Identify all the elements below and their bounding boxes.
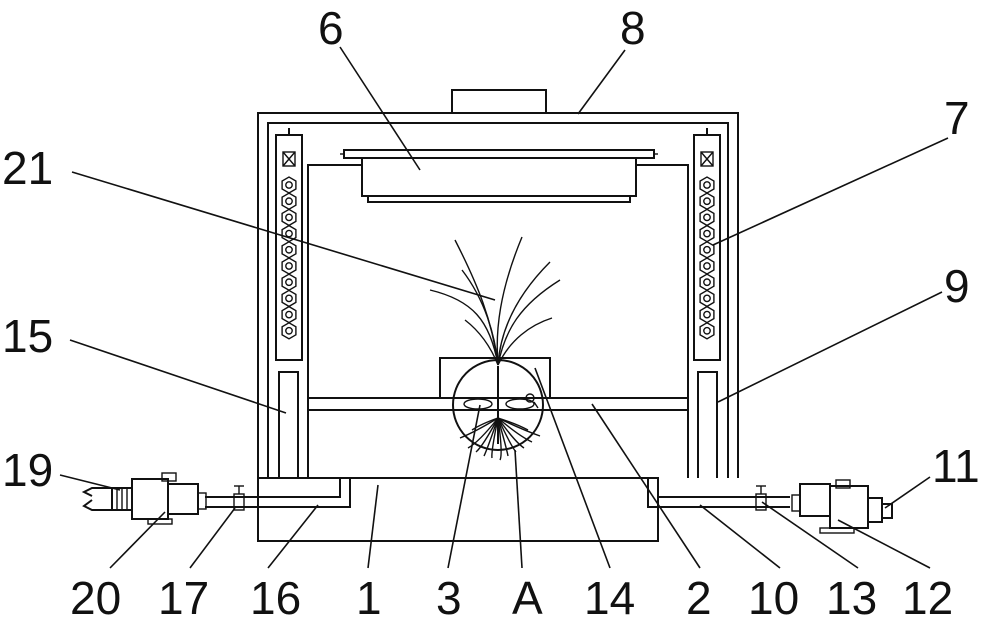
roller-hex (281, 289, 297, 308)
label-1: 1 (356, 572, 382, 624)
roller-hex (281, 321, 297, 340)
base-block (257, 477, 659, 542)
inlet-pipe (81, 487, 112, 511)
roller-hub (703, 278, 711, 287)
plant-leaves (429, 236, 561, 366)
roller-hex (699, 208, 715, 227)
root-strand (497, 417, 509, 457)
label-6: 6 (318, 2, 344, 54)
label-8: 8 (620, 2, 646, 54)
label-13: 13 (826, 572, 877, 624)
roller-hub (703, 294, 711, 303)
roller-hex (699, 305, 715, 324)
left-water-channel (205, 478, 351, 508)
roller-hex (281, 176, 297, 194)
root-strand (459, 417, 499, 439)
root-strand (497, 417, 529, 431)
label-19: 19 (2, 444, 53, 496)
leader-lines (59, 46, 949, 569)
label-3: 3 (436, 572, 462, 624)
root-strand (491, 417, 499, 459)
roller-hex (699, 240, 715, 259)
roller-hub (285, 213, 293, 222)
roller-hex (281, 273, 297, 292)
roller-hub (703, 181, 711, 189)
roller-hex (699, 224, 715, 243)
label-14: 14 (584, 572, 635, 624)
roller-hex (699, 192, 715, 211)
label-2: 2 (686, 572, 712, 624)
roller-hex (281, 208, 297, 227)
roller-hex (699, 321, 715, 340)
right-valve (755, 485, 767, 511)
left-roller-rail (275, 128, 303, 361)
roller-hub (703, 310, 711, 319)
root-strand (497, 417, 502, 461)
roller-hub (285, 197, 293, 206)
motor (867, 497, 893, 523)
root-strand (497, 417, 533, 443)
label-20: 20 (70, 572, 121, 624)
roller-hub (285, 294, 293, 303)
roller-hex (699, 257, 715, 275)
roller-hub (285, 310, 293, 319)
label-A: A (512, 572, 543, 624)
label-16: 16 (250, 572, 301, 624)
root-strand (467, 417, 499, 449)
roller-hub (285, 229, 293, 238)
left-valve (233, 485, 245, 511)
right-pump (791, 479, 869, 534)
roller-hub (285, 278, 293, 287)
roller-hub (703, 197, 711, 206)
root-strand (497, 417, 525, 449)
light-panel (340, 149, 658, 203)
top-handle (451, 89, 547, 114)
roller-hub (703, 245, 711, 254)
roller-hex (281, 192, 297, 211)
label-9: 9 (944, 260, 970, 312)
roller-hex (699, 289, 715, 308)
roller-hub (285, 326, 293, 335)
inner-chamber (278, 164, 718, 478)
label-10: 10 (748, 572, 799, 624)
right-water-channel (647, 478, 790, 508)
roller-hub (703, 213, 711, 222)
label-11: 11 (932, 440, 980, 492)
root-strand (471, 417, 499, 431)
label-7: 7 (944, 92, 970, 144)
roller-hub (285, 262, 293, 270)
label-15: 15 (2, 310, 53, 362)
right-roller-rail (693, 128, 721, 361)
roller-hub (285, 245, 293, 254)
roller-hub (285, 181, 293, 189)
roller-hub (703, 229, 711, 238)
label-21: 21 (2, 142, 53, 194)
roller-hex (281, 305, 297, 324)
roller-hub (703, 326, 711, 335)
root-clamp (463, 366, 539, 444)
outer-hood-frame (257, 89, 739, 478)
roller-hex (699, 176, 715, 194)
root-strand (475, 417, 499, 453)
roller-hub (703, 262, 711, 270)
root-strand (483, 417, 499, 457)
label-12: 12 (902, 572, 953, 624)
roller-hex (699, 273, 715, 292)
label-17: 17 (158, 572, 209, 624)
roller-hex (281, 240, 297, 259)
roller-hex (281, 257, 297, 275)
left-pump (111, 472, 207, 525)
